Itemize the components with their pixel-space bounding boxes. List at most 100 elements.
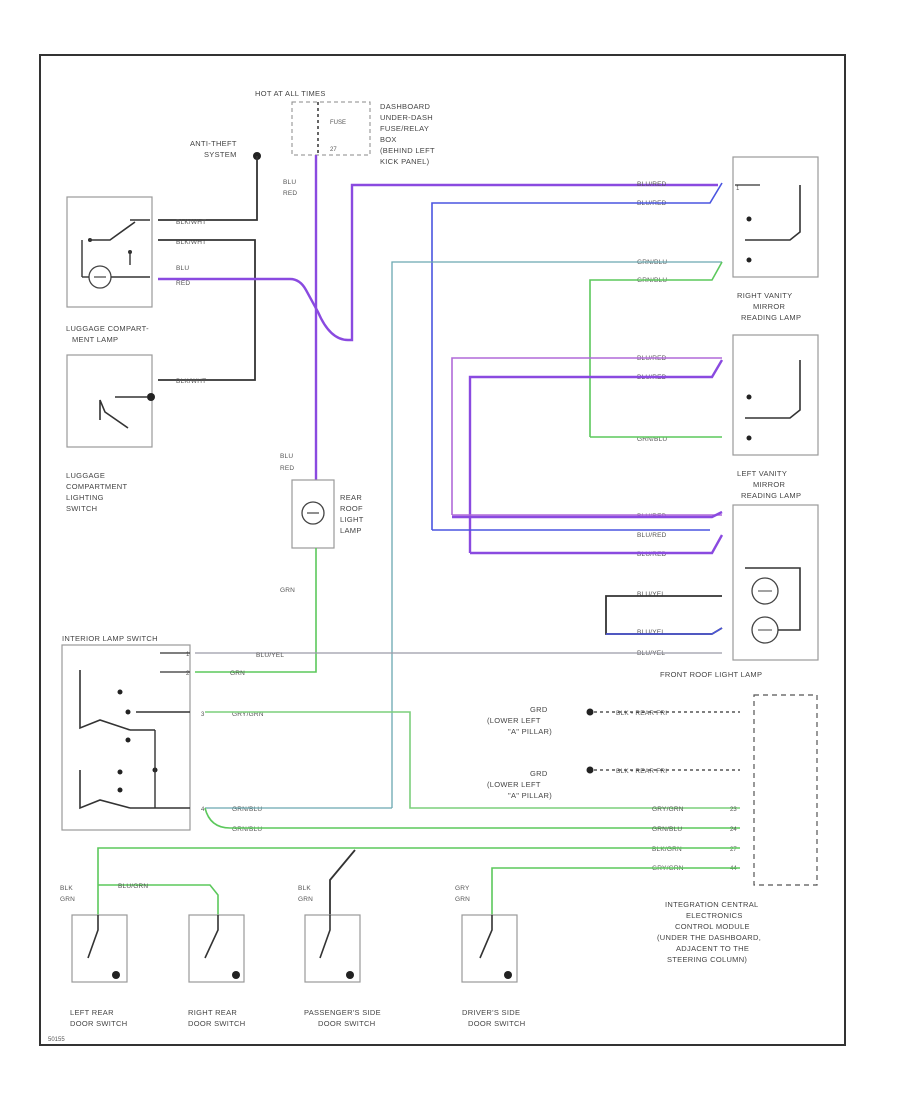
wire-blk-wht-3: BLK/WHT [176, 378, 206, 385]
wire-icm-27: BLK/GRN [652, 846, 682, 853]
svg-text:BLK • REAR FRI: BLK • REAR FRI [616, 768, 667, 775]
wire-blu-top: BLU [283, 179, 296, 186]
fuse-location-line-2: UNDER-DASH [380, 113, 433, 122]
svg-text:GRD: GRD [530, 769, 548, 778]
svg-text:PASSENGER'S SIDE: PASSENGER'S SIDE [304, 1008, 381, 1017]
right-vanity-label-2: MIRROR [753, 302, 785, 311]
wire-fr-5: BLU/YEL [637, 629, 665, 636]
wire-fr-3: BLU/RED [637, 551, 667, 558]
rear-roof-label-2: ROOF [340, 504, 363, 513]
wire-red-label: RED [176, 280, 190, 287]
svg-text:44: 44 [730, 866, 737, 872]
svg-text:3: 3 [201, 712, 205, 718]
front-roof-lamp-label: FRONT ROOF LIGHT LAMP [660, 670, 762, 679]
diagram-frame [39, 54, 846, 1046]
icm-label-1: INTEGRATION CENTRAL [665, 900, 758, 909]
wire-red-top: RED [283, 190, 297, 197]
rear-roof-light-lamp: REAR ROOF LIGHT LAMP [291, 479, 364, 549]
front-roof-light-lamp: FRONT ROOF LIGHT LAMP [660, 504, 819, 679]
wire-blu-mid: BLU [280, 453, 293, 460]
right-rear-door-switch: RIGHT REAR DOOR SWITCH [188, 914, 245, 1028]
wire-rv-1: BLU/RED [637, 181, 667, 188]
ground-a-pillar-1: GRD (LOWER LEFT "A" PILLAR) BLK • REAR F… [487, 705, 740, 736]
fuse-location-line-4: BOX [380, 135, 397, 144]
wire-blu-label: BLU [176, 265, 189, 272]
wire-fr-2: BLU/RED [637, 532, 667, 539]
wire-is-3: GRY/GRN [232, 711, 264, 718]
fuse-location-line-3: FUSE/RELAY [380, 124, 429, 133]
svg-text:(LOWER LEFT: (LOWER LEFT [487, 716, 541, 725]
svg-text:GRN: GRN [298, 896, 313, 903]
svg-text:1: 1 [186, 652, 190, 658]
svg-text:4: 4 [201, 807, 205, 813]
svg-text:23: 23 [730, 807, 737, 813]
svg-text:"A" PILLAR): "A" PILLAR) [508, 727, 552, 736]
svg-text:2: 2 [186, 671, 190, 677]
svg-text:GRY: GRY [455, 885, 470, 892]
wire-icm-23: GRY/GRN [652, 806, 684, 813]
svg-text:DOOR SWITCH: DOOR SWITCH [188, 1019, 245, 1028]
svg-text:24: 24 [730, 827, 737, 833]
svg-text:"A" PILLAR): "A" PILLAR) [508, 791, 552, 800]
rear-roof-label-1: REAR [340, 493, 362, 502]
interior-lamp-switch: INTERIOR LAMP SWITCH [61, 634, 191, 831]
icm-label-2: ELECTRONICS [686, 911, 743, 920]
icm-label-6: STEERING COLUMN) [667, 955, 747, 964]
wire-grn-rear: GRN [280, 587, 295, 594]
icm-label-3: CONTROL MODULE [675, 922, 750, 931]
left-vanity-mirror-lamp: LEFT VANITY MIRROR READING LAMP [732, 334, 819, 500]
drivers-side-door-switch: DRIVER'S SIDE DOOR SWITCH [461, 914, 525, 1028]
wire-lv-3: GRN/BLU [637, 436, 667, 443]
left-vanity-label-2: MIRROR [753, 480, 785, 489]
wire-icm-24: GRN/BLU [652, 826, 682, 833]
wire-blk-wht-2: BLK/WHT [176, 239, 206, 246]
luggage-lamp-label-2: MENT LAMP [72, 335, 118, 344]
svg-text:DRIVER'S SIDE: DRIVER'S SIDE [462, 1008, 520, 1017]
integration-control-module: INTEGRATION CENTRAL ELECTRONICS CONTROL … [657, 694, 818, 964]
svg-text:DOOR SWITCH: DOOR SWITCH [70, 1019, 127, 1028]
fuse-location-line-6: KICK PANEL) [380, 157, 430, 166]
svg-text:BLK: BLK [60, 885, 73, 892]
ground-a-pillar-2: GRD (LOWER LEFT "A" PILLAR) BLK • REAR F… [487, 766, 740, 800]
wire-is-2: GRN [230, 670, 245, 677]
svg-text:DOOR SWITCH: DOOR SWITCH [318, 1019, 375, 1028]
interior-switch-label: INTERIOR LAMP SWITCH [62, 634, 158, 643]
anti-theft-label-1: ANTI-THEFT [190, 139, 237, 148]
luggage-lamp-label-1: LUGGAGE COMPART- [66, 324, 149, 333]
wire-blk-wht-1: BLK/WHT [176, 219, 206, 226]
wire-is-4: GRN/BLU [232, 806, 262, 813]
fuse-label: FUSE [330, 120, 346, 126]
icm-label-5: ADJACENT TO THE [676, 944, 749, 953]
luggage-switch-label-4: SWITCH [66, 504, 97, 513]
right-vanity-label-1: RIGHT VANITY [737, 291, 792, 300]
svg-text:BLU/GRN: BLU/GRN [118, 883, 148, 890]
fuse-id-label: 27 [330, 147, 337, 153]
svg-text:GRN: GRN [455, 896, 470, 903]
left-rear-door-switch: LEFT REAR DOOR SWITCH [70, 914, 128, 1028]
fuse-block: HOT AT ALL TIMES FUSE 27 DASHBOARD UNDER… [255, 89, 435, 166]
footer-code: 50155 [48, 1037, 65, 1043]
left-vanity-label-3: READING LAMP [741, 491, 801, 500]
svg-text:GRD: GRD [530, 705, 548, 714]
rear-roof-label-3: LIGHT [340, 515, 364, 524]
svg-text:BLK: BLK [298, 885, 311, 892]
luggage-switch-label-2: COMPARTMENT [66, 482, 127, 491]
luggage-compartment-lamp: LUGGAGE COMPART- MENT LAMP [66, 196, 153, 344]
svg-text:RIGHT REAR: RIGHT REAR [188, 1008, 237, 1017]
rear-roof-label-4: LAMP [340, 526, 362, 535]
right-vanity-mirror-lamp: 1 RIGHT VANITY MIRROR READING LAMP [732, 156, 819, 322]
fuse-location-line-1: DASHBOARD [380, 102, 430, 111]
svg-text:1: 1 [736, 186, 740, 192]
svg-text:BLK • REAR FRI: BLK • REAR FRI [616, 710, 667, 717]
svg-text:DOOR SWITCH: DOOR SWITCH [468, 1019, 525, 1028]
wire-is-5: GRN/BLU [232, 826, 262, 833]
fuse-location-line-5: (BEHIND LEFT [380, 146, 435, 155]
left-vanity-label-1: LEFT VANITY [737, 469, 787, 478]
hot-at-all-times-label: HOT AT ALL TIMES [255, 89, 326, 98]
svg-text:LEFT REAR: LEFT REAR [70, 1008, 114, 1017]
wire-is-1: BLU/YEL [256, 652, 284, 659]
icm-label-4: (UNDER THE DASHBOARD, [657, 933, 761, 942]
anti-theft-system: ANTI-THEFT SYSTEM [158, 139, 261, 221]
anti-theft-label-2: SYSTEM [204, 150, 237, 159]
